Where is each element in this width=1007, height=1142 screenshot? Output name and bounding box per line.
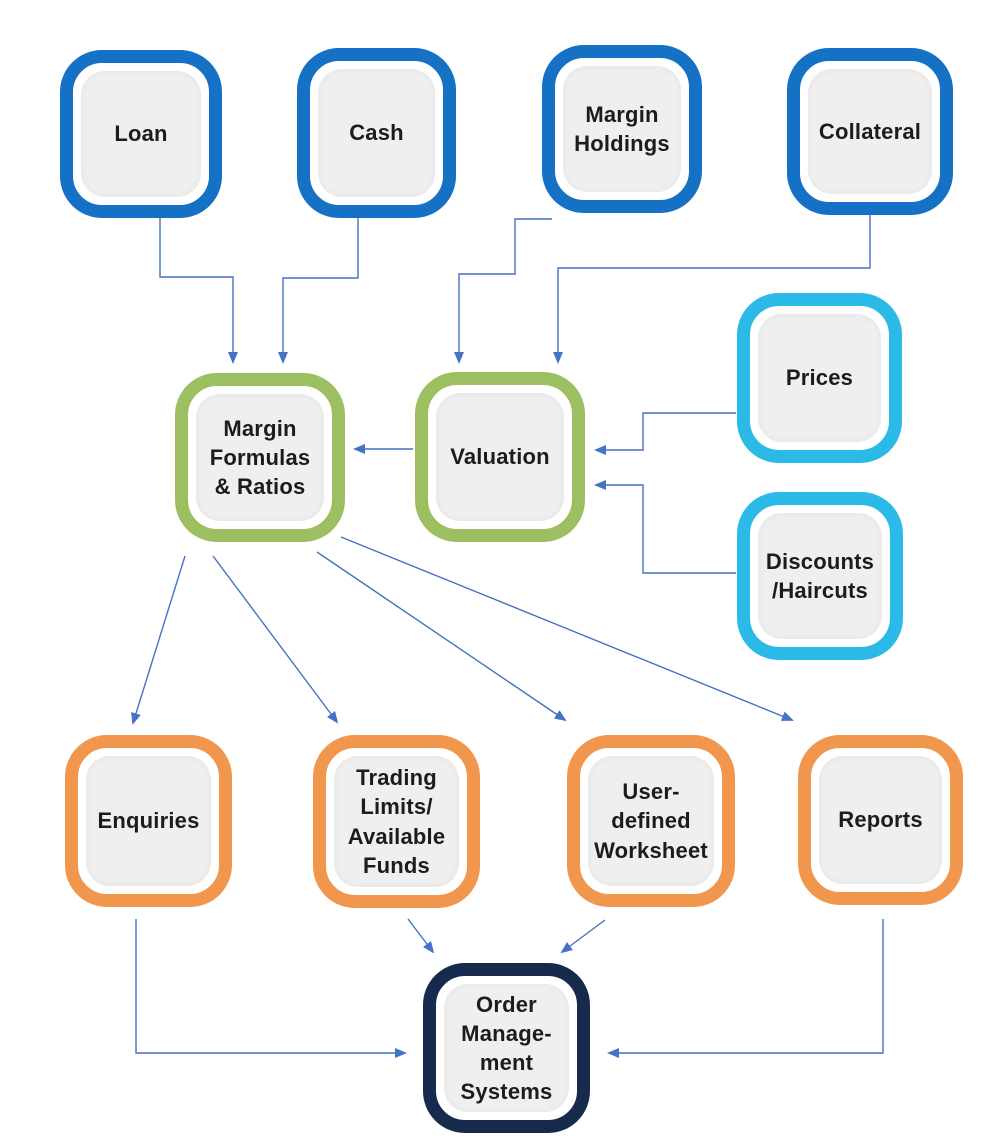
node-label-valuation: Valuation <box>450 444 550 470</box>
node-body-prices: Prices <box>758 314 881 442</box>
arrow-reports-to-order-management <box>607 919 884 1058</box>
node-collateral: Collateral <box>787 48 953 215</box>
node-label-cash: Cash <box>349 120 404 146</box>
node-body-user-defined-worksheet: User- defined Worksheet <box>588 756 714 886</box>
arrow-user-worksheet-to-order-management <box>560 919 606 954</box>
arrow-prices-to-valuation <box>594 412 736 455</box>
node-prices: Prices <box>737 293 902 463</box>
node-order-management-systems: Order Manage- ment Systems <box>423 963 590 1133</box>
arrow-cash-to-margin-formulas <box>278 218 359 364</box>
node-body-discounts-haircuts: Discounts /Haircuts <box>758 513 882 639</box>
node-body-margin-formulas: Margin Formulas & Ratios <box>196 394 324 521</box>
node-valuation: Valuation <box>415 372 585 542</box>
node-label-collateral: Collateral <box>818 118 922 144</box>
node-body-enquiries: Enquiries <box>86 756 211 886</box>
node-cash: Cash <box>297 48 456 218</box>
node-discounts-haircuts: Discounts /Haircuts <box>737 492 903 660</box>
node-body-collateral: Collateral <box>808 69 932 194</box>
node-body-loan: Loan <box>81 71 201 197</box>
arrow-enquiries-to-order-management <box>135 919 407 1058</box>
node-label-margin-formulas: Margin Formulas & Ratios <box>209 415 311 500</box>
node-margin-holdings: Margin Holdings <box>542 45 702 213</box>
node-label-prices: Prices <box>785 365 854 391</box>
node-body-reports: Reports <box>819 756 942 884</box>
node-body-margin-holdings: Margin Holdings <box>563 66 681 192</box>
node-body-trading-limits: Trading Limits/ Available Funds <box>334 756 459 887</box>
node-enquiries: Enquiries <box>65 735 232 907</box>
node-body-valuation: Valuation <box>436 393 564 521</box>
arrow-margin-formulas-to-trading-limits <box>212 555 339 724</box>
arrow-loan-to-margin-formulas <box>159 218 238 364</box>
arrow-margin-formulas-to-user-worksheet <box>316 551 567 722</box>
node-label-order-management-systems: Order Manage- ment Systems <box>460 991 553 1105</box>
node-label-enquiries: Enquiries <box>97 808 200 834</box>
node-label-trading-limits: Trading Limits/ Available Funds <box>347 765 446 878</box>
node-margin-formulas: Margin Formulas & Ratios <box>175 373 345 542</box>
node-body-cash: Cash <box>318 69 435 197</box>
node-label-margin-holdings: Margin Holdings <box>574 101 670 156</box>
arrow-margin-formulas-to-enquiries <box>131 555 186 725</box>
node-trading-limits: Trading Limits/ Available Funds <box>313 735 480 908</box>
node-body-order-management-systems: Order Manage- ment Systems <box>444 984 569 1112</box>
arrow-trading-limits-to-order-management <box>407 918 435 954</box>
arrow-discounts-to-valuation <box>594 480 736 574</box>
node-user-defined-worksheet: User- defined Worksheet <box>567 735 735 907</box>
node-label-discounts-haircuts: Discounts /Haircuts <box>765 548 875 603</box>
node-label-user-defined-worksheet: User- defined Worksheet <box>594 779 708 863</box>
arrow-margin-holdings-to-valuation <box>454 218 552 364</box>
node-reports: Reports <box>798 735 963 905</box>
node-label-reports: Reports <box>838 807 923 833</box>
node-label-loan: Loan <box>114 121 168 147</box>
node-loan: Loan <box>60 50 222 218</box>
arrow-margin-formulas-to-reports <box>340 536 794 721</box>
